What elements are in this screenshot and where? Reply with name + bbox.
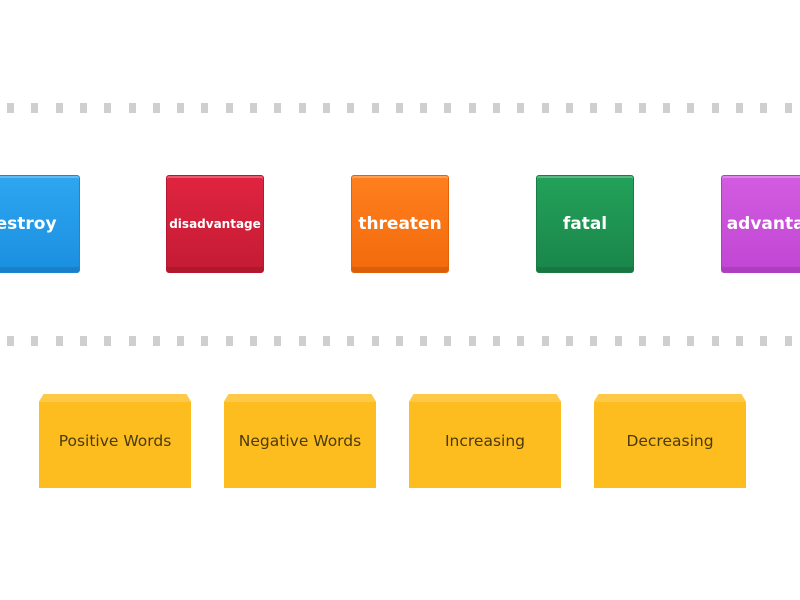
divider-dash (542, 103, 549, 113)
divider-dash (663, 336, 670, 346)
divider-dash (785, 103, 792, 113)
divider-dash (785, 336, 792, 346)
word-tile-label: threaten (358, 214, 442, 234)
divider-dash (590, 103, 597, 113)
divider-dash (153, 336, 160, 346)
divider-dash (736, 336, 743, 346)
word-tile-label: destroy (0, 214, 57, 234)
divider-dash (687, 103, 694, 113)
divider-dash (56, 336, 63, 346)
category-bucket-negative-words[interactable]: Negative Words (224, 394, 376, 488)
divider-dash (56, 103, 63, 113)
divider-dash (615, 336, 622, 346)
divider-dash (712, 103, 719, 113)
divider-dash (420, 336, 427, 346)
divider-dash (760, 103, 767, 113)
divider-dash (517, 103, 524, 113)
divider-dash (80, 336, 87, 346)
word-tile-label: fatal (562, 214, 608, 234)
word-tile-advantage[interactable]: advantage (721, 175, 800, 273)
word-tile-threaten[interactable]: threaten (351, 175, 449, 273)
divider-dash (7, 336, 14, 346)
divider-dash (712, 336, 719, 346)
category-bucket-increasing[interactable]: Increasing (409, 394, 561, 488)
divider-dash (153, 103, 160, 113)
divider-dash (493, 336, 500, 346)
divider-dash (687, 336, 694, 346)
divider-dash (7, 103, 14, 113)
divider-dash (347, 103, 354, 113)
divider-dash (396, 336, 403, 346)
divider-dash (542, 336, 549, 346)
divider-dash (201, 336, 208, 346)
divider-dash (299, 336, 306, 346)
divider-dash (299, 103, 306, 113)
divider-dash (347, 336, 354, 346)
divider-dash (372, 103, 379, 113)
divider-dash (129, 103, 136, 113)
divider-dash (590, 336, 597, 346)
category-bucket-label: Negative Words (238, 432, 362, 450)
divider-dash (469, 103, 476, 113)
divider-dash (566, 103, 573, 113)
divider-dash (420, 103, 427, 113)
category-bucket-decreasing[interactable]: Decreasing (594, 394, 746, 488)
top-dashed-divider (0, 103, 800, 113)
divider-dash (736, 103, 743, 113)
category-bucket-label: Decreasing (626, 432, 714, 450)
divider-dash (444, 103, 451, 113)
divider-dash (444, 336, 451, 346)
divider-dash (639, 103, 646, 113)
divider-dash (323, 103, 330, 113)
bottom-dashed-divider (0, 336, 800, 346)
divider-dash (31, 336, 38, 346)
category-bucket-label: Positive Words (58, 432, 172, 450)
divider-dash (129, 336, 136, 346)
divider-dash (663, 103, 670, 113)
divider-dash (177, 336, 184, 346)
divider-dash (372, 336, 379, 346)
divider-dash (201, 103, 208, 113)
divider-dash (566, 336, 573, 346)
divider-dash (226, 103, 233, 113)
divider-dash (177, 103, 184, 113)
divider-dash (274, 103, 281, 113)
divider-dash (493, 103, 500, 113)
divider-dash (760, 336, 767, 346)
word-tile-destroy[interactable]: destroy (0, 175, 80, 273)
word-tile-label: disadvantage (169, 217, 261, 231)
divider-dash (104, 336, 111, 346)
divider-dash (250, 103, 257, 113)
category-bucket-positive-words[interactable]: Positive Words (39, 394, 191, 488)
category-bucket-label: Increasing (444, 432, 526, 450)
word-tile-disadvantage[interactable]: disadvantage (166, 175, 264, 273)
divider-dash (226, 336, 233, 346)
divider-dash (274, 336, 281, 346)
divider-dash (517, 336, 524, 346)
word-tile-fatal[interactable]: fatal (536, 175, 634, 273)
divider-dash (31, 103, 38, 113)
divider-dash (469, 336, 476, 346)
divider-dash (250, 336, 257, 346)
divider-dash (639, 336, 646, 346)
word-tile-label: advantage (726, 214, 800, 234)
divider-dash (104, 103, 111, 113)
divider-dash (615, 103, 622, 113)
divider-dash (323, 336, 330, 346)
divider-dash (396, 103, 403, 113)
divider-dash (80, 103, 87, 113)
